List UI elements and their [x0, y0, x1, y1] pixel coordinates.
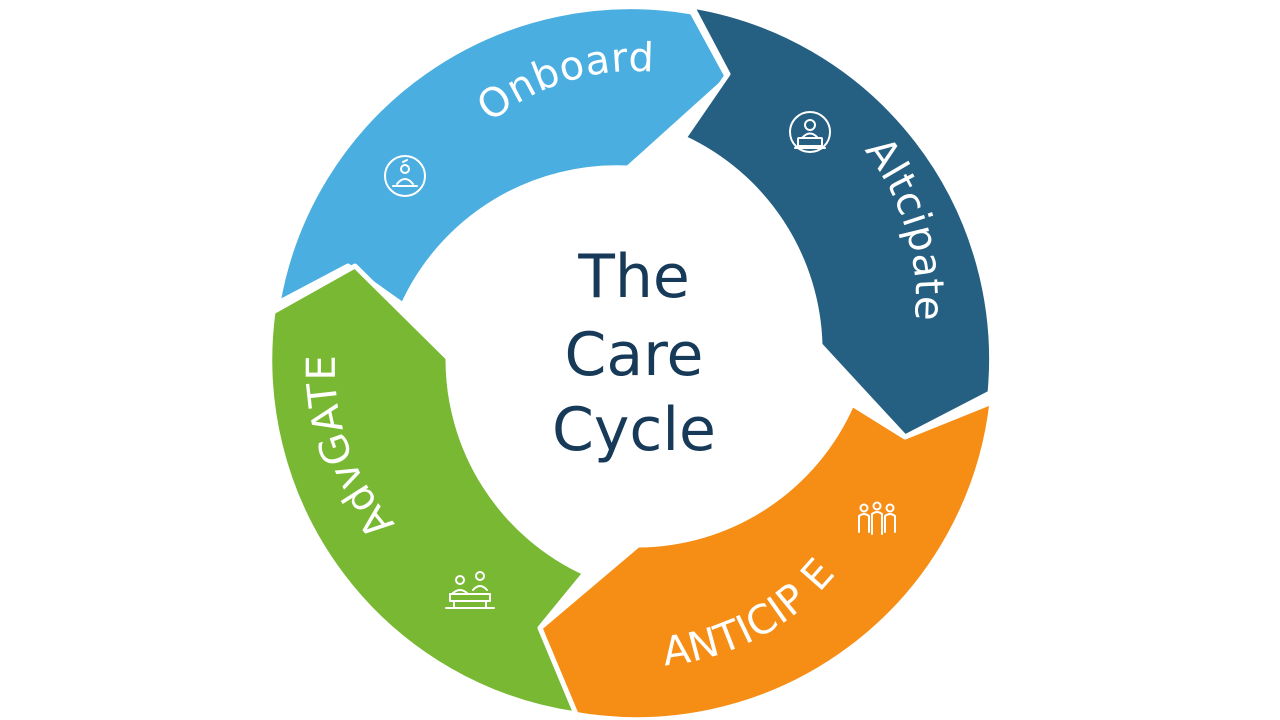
- center-title-line-2: Care: [565, 320, 704, 390]
- center-title-line-1: The: [577, 242, 690, 312]
- people-at-table-icon: [445, 571, 495, 609]
- center-title: The Care Cycle: [552, 242, 716, 465]
- segment-onboard-arrow: [275, 4, 731, 308]
- segment-altcipate-arrow: [681, 3, 995, 440]
- person-at-laptop-icon: [789, 111, 831, 153]
- person-at-desk-icon: [384, 155, 426, 197]
- center-title-line-3: Cycle: [552, 395, 716, 465]
- group-of-people-icon: [858, 501, 896, 535]
- segment-advgate-arrow: [267, 263, 588, 717]
- segment-anticip-arrow: [537, 399, 995, 720]
